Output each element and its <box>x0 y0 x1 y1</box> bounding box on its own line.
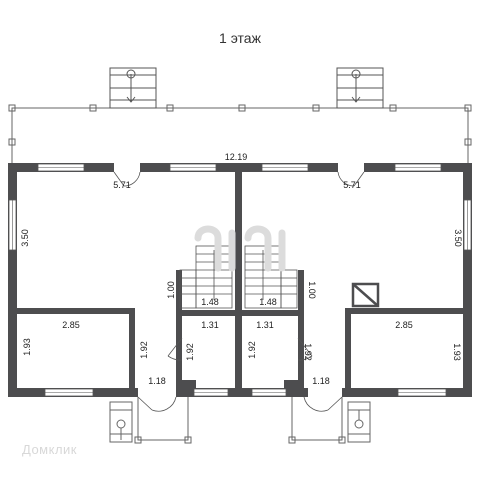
dim-left-corridor-height: 1.92 <box>139 341 149 359</box>
dim-left-bath-height: 1.92 <box>185 343 195 361</box>
dim-overall-width: 12.19 <box>225 152 248 162</box>
top-steps-left <box>109 67 157 109</box>
dim-right-entry-width: 1.18 <box>312 376 330 386</box>
dim-left-entry-width: 1.18 <box>148 376 166 386</box>
dim-right-stair-height: 1.00 <box>307 281 317 299</box>
stair-left <box>179 245 233 309</box>
terrace-outline <box>8 104 472 165</box>
dim-left-room-width: 2.85 <box>62 320 80 330</box>
watermark-logo <box>194 225 286 272</box>
dim-right-hall-height: 3.50 <box>453 229 463 247</box>
bottom-porch-right <box>288 397 371 444</box>
windows <box>8 163 472 397</box>
dim-right-hall-width: 5.71 <box>343 180 361 190</box>
dim-right-room-height: 1.93 <box>452 343 462 361</box>
dim-right-corridor-height: 1.92 <box>247 341 257 359</box>
top-steps-right <box>336 67 384 109</box>
entry-doors-bottom <box>137 396 343 412</box>
entry-doors-top <box>113 163 365 187</box>
dim-left-stair-width: 1.48 <box>201 297 219 307</box>
dim-right-bath-height: 1.92 <box>303 343 313 361</box>
stair-right <box>244 245 298 309</box>
dim-right-room-width: 2.85 <box>395 320 413 330</box>
dim-left-stair-height: 1.00 <box>166 281 176 299</box>
dimension-labels: 12.19 5.71 5.71 3.50 3.50 1.00 1.00 1.48… <box>20 152 463 386</box>
shaft <box>351 282 380 308</box>
dim-left-bath-width: 1.31 <box>201 320 219 330</box>
bath-doors <box>167 337 313 361</box>
floor-title: 1 этаж <box>219 30 261 46</box>
bottom-porch-left <box>109 397 192 444</box>
watermark: Домклик <box>22 442 77 457</box>
dim-right-stair-width: 1.48 <box>259 297 277 307</box>
dim-left-hall-height: 3.50 <box>20 229 30 247</box>
dim-left-room-height: 1.93 <box>22 338 32 356</box>
dim-right-bath-width: 1.31 <box>256 320 274 330</box>
dim-left-hall-width: 5.71 <box>113 180 131 190</box>
